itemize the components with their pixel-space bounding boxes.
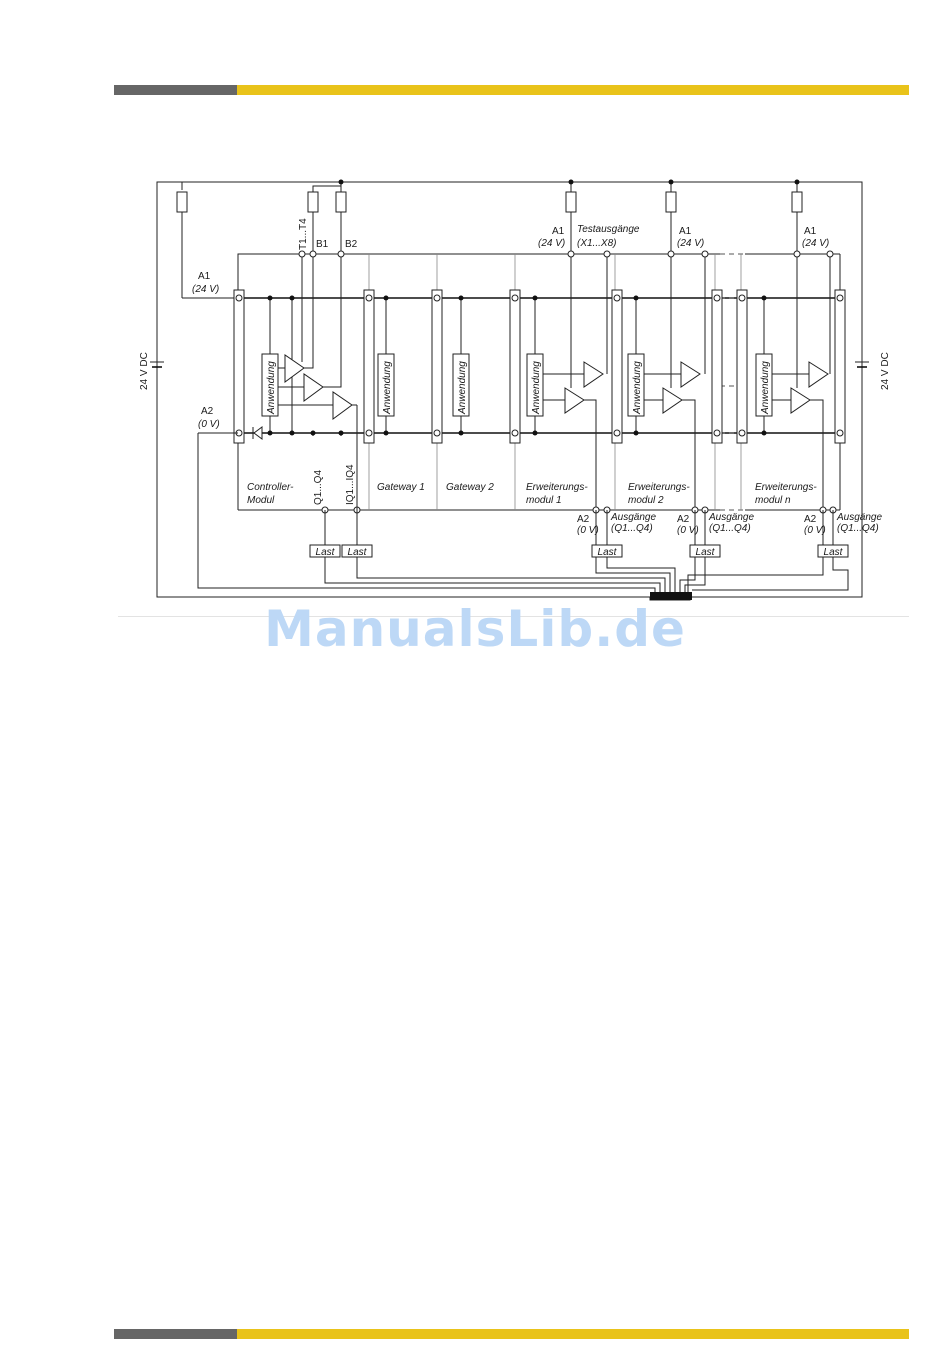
anwendung-gateway1: Anwendung — [382, 361, 393, 415]
supply-label-right: 24 V DC — [880, 352, 891, 390]
a2-label-erw2: A2 — [677, 514, 690, 525]
anwendung-erw2: Anwendung — [632, 361, 643, 415]
a2-label-erwn: A2 — [804, 514, 817, 525]
fuses — [176, 179, 803, 299]
controller-label-2: Modul — [247, 495, 275, 506]
a2-label-controller: A2 — [201, 406, 214, 417]
last-label-5: Last — [824, 547, 844, 558]
anwendung-controller: Anwendung — [266, 361, 277, 415]
v0-label-erw1: (0 V) — [577, 525, 599, 536]
q1q4-out-label-erwn: (Q1...Q4) — [837, 523, 879, 534]
supply-label-left: 24 V DC — [139, 352, 150, 390]
footer-accent-grey — [114, 1329, 237, 1339]
load-boxes: Last Last Last Last Last — [309, 544, 849, 558]
watermark-logo: ManualsLib.de — [264, 600, 686, 658]
ausgaenge-label-erw1: Ausgänge — [610, 512, 656, 523]
erwn-label-2: modul n — [755, 495, 791, 506]
bus-connectors — [233, 289, 846, 444]
v24-label-erwn: (24 V) — [802, 238, 829, 249]
header-accent-yellow — [237, 85, 909, 95]
supply-loop — [150, 181, 869, 601]
ausgaenge-label-erw2: Ausgänge — [708, 512, 754, 523]
a1-label-erw1: A1 — [552, 226, 565, 237]
a1-label-erw2: A1 — [679, 226, 692, 237]
q1q4-out-label-erw2: (Q1...Q4) — [709, 523, 751, 534]
footer-accent-bar — [114, 1329, 909, 1339]
v0-label-controller: (0 V) — [198, 419, 220, 430]
a1-label-erwn: A1 — [804, 226, 817, 237]
iq1iq4-label: IQ1...IQ4 — [345, 464, 356, 505]
header-accent-bar — [114, 85, 909, 95]
controller-label-1: Controller- — [247, 482, 294, 493]
erw2-label-1: Erweiterungs- — [628, 482, 690, 493]
diagram-labels: 24 V DC 24 V DC A1 (24 V) A2 (0 V) T1...… — [139, 218, 891, 536]
application-blocks — [198, 254, 831, 510]
gateway1-label: Gateway 1 — [377, 482, 425, 493]
last-label-3: Last — [598, 547, 618, 558]
erw1-label-1: Erweiterungs- — [526, 482, 588, 493]
last-label-2: Last — [348, 547, 368, 558]
x1x8-label: (X1...X8) — [577, 238, 616, 249]
v24-label-controller: (24 V) — [192, 284, 219, 295]
testausgaenge-label: Testausgänge — [577, 224, 640, 235]
b1-label: B1 — [316, 239, 329, 250]
v24-label-erw1: (24 V) — [538, 238, 565, 249]
q1q4-label: Q1...Q4 — [313, 470, 324, 505]
a2-label-erw1: A2 — [577, 514, 590, 525]
last-label-1: Last — [316, 547, 336, 558]
erw1-label-2: modul 1 — [526, 495, 562, 506]
v0-label-erwn: (0 V) — [804, 525, 826, 536]
anwendung-labels: Anwendung Anwendung Anwendung Anwendung … — [266, 361, 771, 415]
output-wiring — [197, 405, 849, 592]
ausgaenge-label-erwn: Ausgänge — [836, 512, 882, 523]
footer-accent-yellow — [237, 1329, 909, 1339]
figure-divider — [118, 616, 909, 617]
last-label-4: Last — [696, 547, 716, 558]
t1t4-label: T1...T4 — [298, 218, 309, 250]
a1-label-controller: A1 — [198, 271, 211, 282]
erw2-label-2: modul 2 — [628, 495, 664, 506]
v0-label-erw2: (0 V) — [677, 525, 699, 536]
q1q4-out-label-erw1: (Q1...Q4) — [611, 523, 653, 534]
erwn-label-1: Erweiterungs- — [755, 482, 817, 493]
v24-label-erw2: (24 V) — [677, 238, 704, 249]
gateway2-label: Gateway 2 — [446, 482, 494, 493]
anwendung-gateway2: Anwendung — [457, 361, 468, 415]
header-accent-grey — [114, 85, 237, 95]
b2-label: B2 — [345, 239, 358, 250]
anwendung-erw1: Anwendung — [531, 361, 542, 415]
anwendung-erwn: Anwendung — [760, 361, 771, 415]
